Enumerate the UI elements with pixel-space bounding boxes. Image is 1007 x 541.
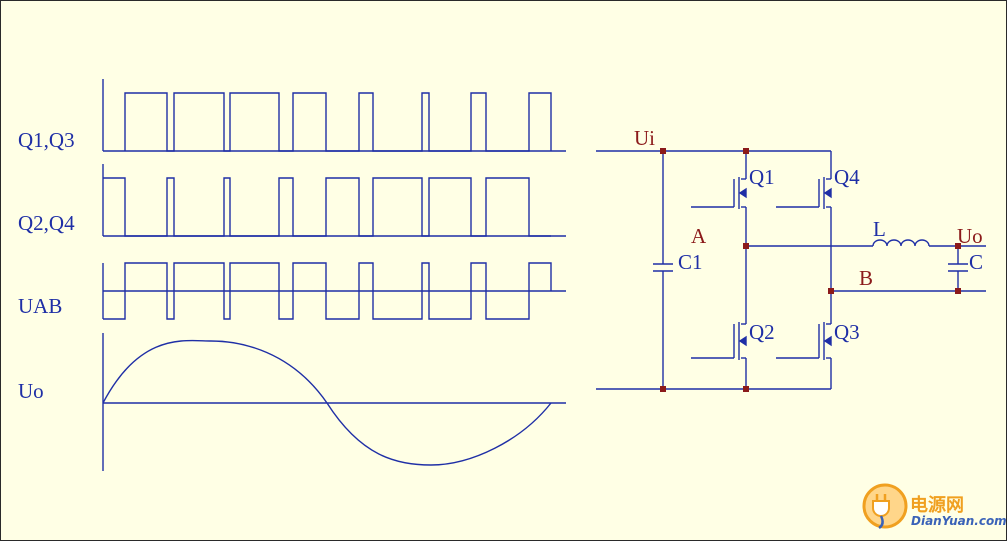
label-q1q3: Q1,Q3 [18, 128, 75, 152]
mosfet-q3 [776, 322, 832, 360]
junction-nodes [660, 148, 961, 392]
uab-waveform [103, 262, 552, 320]
mosfet-q1 [691, 177, 747, 209]
label-q2q4: Q2,Q4 [18, 211, 75, 235]
label-q4: Q4 [834, 165, 860, 189]
logo-plug-icon [862, 483, 908, 530]
label-q3: Q3 [834, 320, 860, 344]
label-c1: C1 [678, 250, 703, 274]
label-capacitor-c: C [969, 250, 984, 274]
label-ui: Ui [634, 126, 655, 150]
label-uab: UAB [18, 294, 63, 318]
uo-sine-wave [102, 339, 552, 466]
waveform-axes [102, 79, 566, 471]
mosfet-q4 [776, 177, 832, 209]
label-uo-output: Uo [957, 224, 983, 248]
label-q2: Q2 [749, 320, 775, 344]
q2q4-waveform [103, 177, 551, 237]
watermark-url-text: DianYuan.com [911, 514, 1007, 528]
watermark-main-text: 电源网 [910, 495, 964, 516]
mosfet-q2 [691, 322, 747, 360]
label-node-b: B [859, 266, 874, 290]
circuit-wires [596, 150, 986, 390]
label-node-a: A [691, 224, 707, 248]
label-inductor-l: L [873, 217, 886, 241]
q1q3-waveform [124, 92, 552, 152]
label-uo-waveform: Uo [18, 379, 44, 403]
label-q1: Q1 [749, 165, 775, 189]
